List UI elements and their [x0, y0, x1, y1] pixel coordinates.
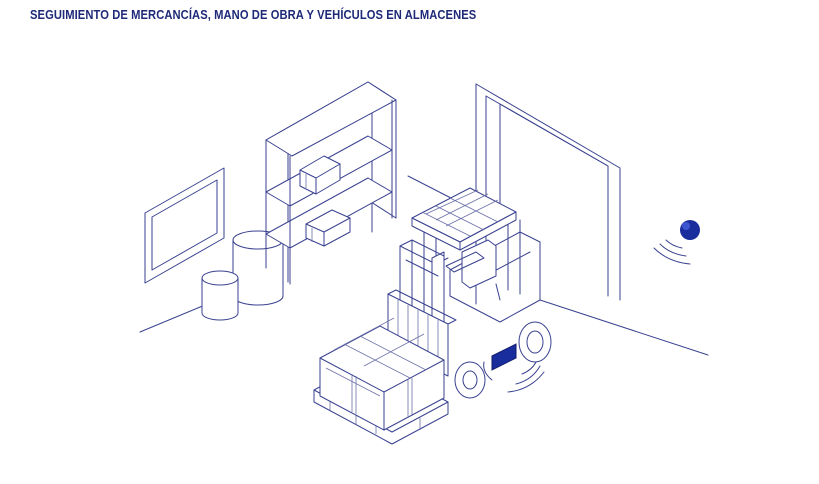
- forklift: [387, 187, 552, 399]
- signal-waves-icon: [653, 239, 691, 265]
- shelf-box-upper: [299, 155, 341, 195]
- drum-large: [232, 230, 284, 306]
- wall-window: [144, 167, 225, 284]
- shelving-unit: [265, 81, 397, 285]
- shelf-box-lower: [305, 209, 351, 247]
- pallet-load: [313, 317, 449, 445]
- drum-small: [201, 270, 239, 321]
- page-title: SEGUIMIENTO DE MERCANCÍAS, MANO DE OBRA …: [30, 7, 477, 22]
- beacon-icon: [680, 220, 700, 240]
- tracking-tag-icon: [491, 342, 520, 371]
- tag-signal-waves-icon: [483, 361, 545, 393]
